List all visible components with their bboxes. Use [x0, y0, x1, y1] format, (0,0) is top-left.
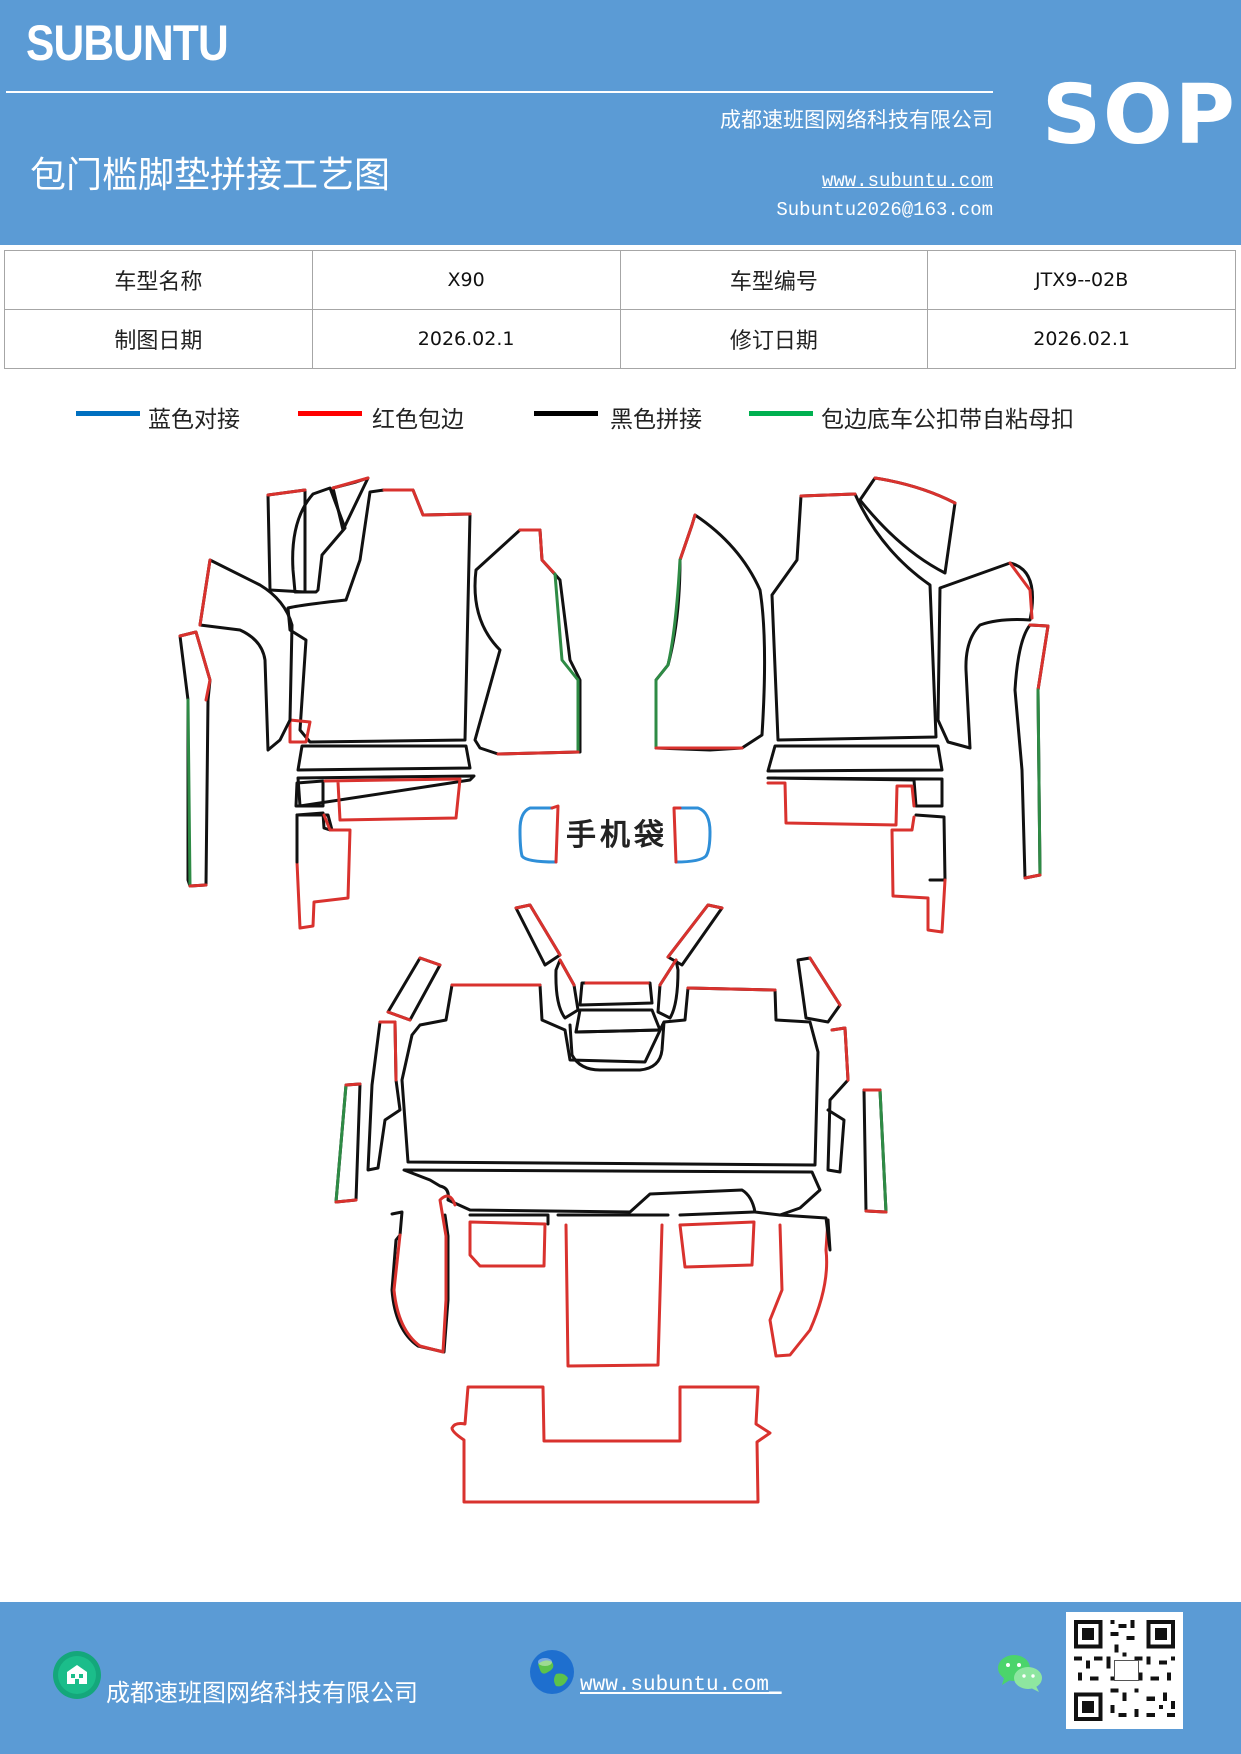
legend-label-black: 黑色拼接 [610, 407, 702, 433]
draw-date-label: 制图日期 [4, 309, 313, 369]
header-divider [6, 91, 993, 93]
model-name-label: 车型名称 [4, 250, 313, 310]
legend-swatch-green [749, 411, 813, 416]
footer-website-link[interactable]: www.subuntu.com_ [580, 1674, 782, 1697]
revise-date-value: 2026.02.1 [927, 309, 1236, 369]
header-website-link[interactable]: www.subuntu.com [821, 170, 993, 192]
building-icon [53, 1651, 101, 1699]
revise-date-label: 修订日期 [619, 309, 929, 369]
footer-company: 成都速班图网络科技有限公司 [106, 1679, 418, 1707]
draw-date-value: 2026.02.1 [311, 309, 621, 369]
rear-mat [334, 903, 888, 1368]
legend-label-blue: 蓝色对接 [148, 407, 240, 433]
legend-label-red: 红色包边 [372, 407, 464, 433]
phone-bag-label: 手机袋 [566, 818, 668, 853]
front-right-mat [654, 476, 1050, 934]
model-code-label: 车型编号 [619, 250, 929, 310]
brand-logo: SUBUNTU [26, 15, 229, 71]
legend-label-green: 包边底车公扣带自粘母扣 [821, 407, 1074, 433]
footer-banner: 成都速班图网络科技有限公司 www.subuntu.com_ [0, 1602, 1241, 1754]
phone-bag: 手机袋 [518, 804, 712, 864]
legend-swatch-red [298, 411, 362, 416]
globe-icon [530, 1650, 574, 1694]
legend-swatch-black [534, 411, 598, 416]
floor-mat-diagram: 手机袋 [178, 476, 1050, 1504]
model-code-value: JTX9--02B [927, 250, 1236, 310]
trunk-mat [450, 1385, 772, 1504]
wechat-icon[interactable] [996, 1652, 1044, 1694]
header-company: 成都速班图网络科技有限公司 [720, 108, 993, 132]
sop-badge: SOP [1042, 68, 1237, 163]
document-title: 包门槛脚垫拼接工艺图 [30, 155, 391, 196]
header-banner: SUBUNTU 成都速班图网络科技有限公司 包门槛脚垫拼接工艺图 www.sub… [0, 0, 1241, 245]
front-left-mat [178, 476, 582, 930]
model-name-value: X90 [311, 250, 621, 310]
table-row: 车型名称 X90 车型编号 JTX9--02B [4, 250, 1236, 310]
qr-code[interactable] [1066, 1612, 1183, 1729]
info-table: 车型名称 X90 车型编号 JTX9--02B 制图日期 2026.02.1 修… [4, 250, 1236, 369]
table-row: 制图日期 2026.02.1 修订日期 2026.02.1 [4, 309, 1236, 369]
qr-code-pattern [1066, 1612, 1183, 1729]
header-email: Subuntu2026@163.com [776, 199, 993, 221]
legend-swatch-blue [76, 411, 140, 416]
